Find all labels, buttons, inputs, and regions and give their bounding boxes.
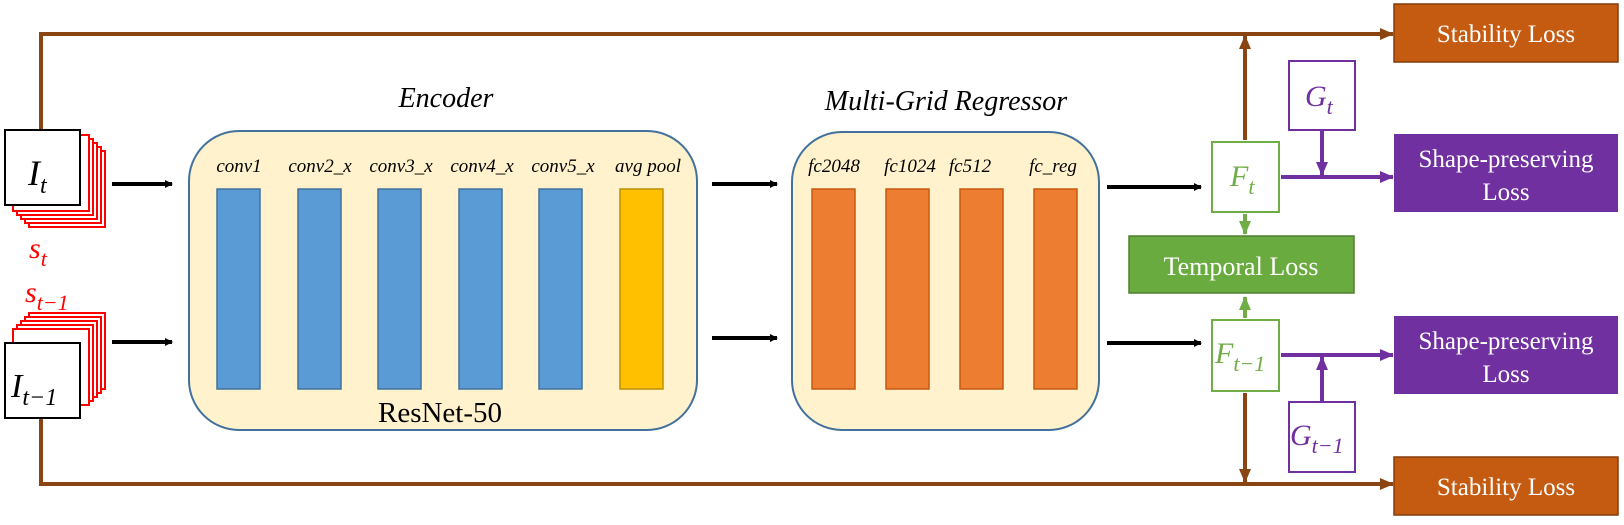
layer-block-fc512 [959,188,1004,390]
temporal-loss-box [1128,235,1355,294]
layer-label-fc2048: fc2048 [808,156,860,177]
regressor-title: Multi-Grid Regressor [824,86,1067,117]
encoder-layer-labels: conv1 conv2_x conv3_x conv4_x conv5_x av… [216,156,681,177]
stability-paths [39,28,1394,490]
layer-label-conv4: conv4_x [450,156,514,177]
layer-block-fc2048 [811,188,856,390]
layer-block-conv4 [458,188,503,390]
regressor-layer-labels: fc2048 fc1024 fc512 fc_reg [808,156,1077,177]
backbone-label: ResNet-50 [378,397,502,429]
flow-arrows [112,180,1202,347]
layer-label-fcreg: fc_reg [1029,156,1077,177]
stability-loss-box-bottom [1393,456,1619,516]
layer-label-conv3: conv3_x [369,156,433,177]
layer-label-fc1024: fc1024 [884,156,936,177]
shape-loss-label-top-2: Loss [1482,179,1529,206]
temporal-loss-label: Temporal Loss [1164,252,1319,281]
encoder-layers [216,188,664,390]
feature-box-current [1211,141,1280,213]
layer-block-fc1024 [885,188,930,390]
encoder-title: Encoder [398,83,494,114]
stability-loss-box-top [1393,3,1619,63]
stability-loss-label-bottom: Stability Loss [1437,474,1575,501]
layer-label-conv1: conv1 [216,156,261,177]
layer-block-conv5 [538,188,583,390]
input-label-current: It [27,153,48,199]
shape-loss-box-bottom [1394,316,1618,394]
shape-loss-label-bottom-1: Shape-preserving [1419,328,1594,355]
ground-truth-label-previous: Gt−1 [1290,419,1344,458]
stability-loss-label-top: Stability Loss [1437,21,1575,48]
feature-label-current: Ft [1229,160,1255,199]
ground-truth-box-current [1288,60,1356,131]
feature-box-previous [1211,319,1280,392]
input-label-previous: It−1 [10,368,57,411]
layer-label-conv5: conv5_x [531,156,595,177]
regressor-panel [791,131,1100,431]
shape-paths [1281,130,1394,402]
layer-label-avgpool: avg pool [615,156,681,177]
input-frame-previous [4,342,81,419]
input-frame-current [4,129,81,206]
layer-label-fc512: fc512 [949,156,992,177]
stack-label-previous: st−1 [25,276,69,315]
layer-block-conv1 [216,188,261,390]
ground-truth-box-previous [1288,401,1356,473]
layer-block-conv3 [377,188,422,390]
feature-label-previous: Ft−1 [1214,337,1265,376]
stability-path-top [39,28,1394,129]
stability-path-bottom [39,410,1394,490]
layer-block-conv2 [297,188,342,390]
shape-loss-label-bottom-2: Loss [1482,361,1529,388]
shape-loss-box-top [1394,134,1618,212]
layer-label-conv2: conv2_x [288,156,352,177]
stack-label-current: st [29,232,48,271]
layer-block-avgpool [619,188,664,390]
regressor-layers [811,188,1078,390]
layer-block-fcreg [1033,188,1078,390]
ground-truth-label-current: Gt [1305,80,1334,119]
shape-loss-label-top-1: Shape-preserving [1419,146,1594,173]
